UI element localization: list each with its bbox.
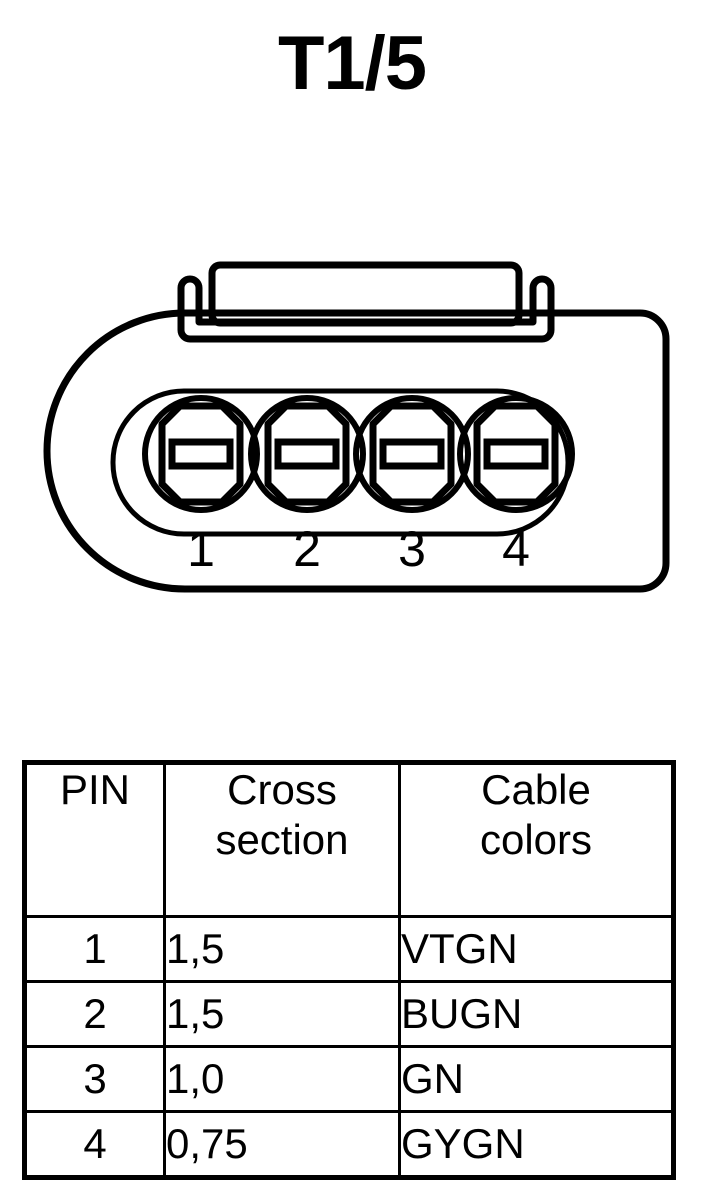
cell-cross: 1,5 xyxy=(163,915,401,983)
cell-colors: GN xyxy=(398,1045,675,1113)
pin-table: PIN Cross section Cable colors 1 1,5 VTG… xyxy=(22,760,676,1180)
connector-housing-outline xyxy=(43,309,670,593)
cell-pin: 1 xyxy=(23,915,166,983)
pin-cavity-ring-2 xyxy=(248,395,366,513)
pin-cavity-ring-3 xyxy=(353,395,471,513)
table-row: 4 0,75 GYGN xyxy=(23,1110,675,1179)
cell-cross: 1,5 xyxy=(163,980,401,1048)
column-header-pin: PIN xyxy=(23,761,166,918)
cell-pin: 4 xyxy=(23,1110,166,1179)
connector-diagram: 1 2 3 4 xyxy=(0,248,704,608)
cavity-slot-2 xyxy=(274,438,340,470)
pin-cavity-shape-2 xyxy=(264,402,350,506)
pin-cavity-shape-3 xyxy=(369,402,455,506)
cavity-slot-4 xyxy=(483,438,549,470)
pin-cavity-2 xyxy=(248,395,366,513)
page-title: T1/5 xyxy=(277,21,427,106)
latch-tab xyxy=(208,261,523,327)
pin-cavity-shape-1 xyxy=(158,402,244,506)
pin-cavity-shape-4 xyxy=(473,402,559,506)
column-header-cross-line2: section xyxy=(215,816,349,863)
column-header-cross-section: Cross section xyxy=(163,761,401,918)
inner-housing xyxy=(110,388,571,537)
cell-colors: GYGN xyxy=(398,1110,675,1179)
cavity-slot-3 xyxy=(379,438,445,470)
pin-cavity-1 xyxy=(142,395,260,513)
column-header-cable-colors: Cable colors xyxy=(398,761,675,918)
table-row: 2 1,5 BUGN xyxy=(23,980,675,1048)
pin-table-body: 1 1,5 VTGN 2 1,5 BUGN 3 1,0 GN 4 0,75 GY… xyxy=(23,915,675,1179)
cell-colors: BUGN xyxy=(398,980,675,1048)
pin-label-2: 2 xyxy=(293,521,321,577)
cell-colors: VTGN xyxy=(398,915,675,983)
column-header-colors-line2: colors xyxy=(479,816,593,863)
cavity-slot-1 xyxy=(168,438,234,470)
cell-cross: 0,75 xyxy=(163,1110,401,1179)
cell-cross: 1,0 xyxy=(163,1045,401,1113)
pin-cavity-ring-1 xyxy=(142,395,260,513)
table-row: 3 1,0 GN xyxy=(23,1045,675,1113)
table-row: 1 1,5 VTGN xyxy=(23,915,675,983)
table-header-row: PIN Cross section Cable colors xyxy=(23,761,675,918)
cell-pin: 3 xyxy=(23,1045,166,1113)
pin-table-container: PIN Cross section Cable colors 1 1,5 VTG… xyxy=(22,760,676,1180)
cell-pin: 2 xyxy=(23,980,166,1048)
pin-cavity-3 xyxy=(353,395,471,513)
column-header-colors-line1: Cable xyxy=(481,766,591,813)
latch-shroud xyxy=(177,275,555,343)
column-header-cross-line1: Cross xyxy=(227,766,337,813)
pin-cavity-4 xyxy=(457,395,575,513)
column-header-pin-line1: PIN xyxy=(59,766,130,813)
pin-cavity-ring-4 xyxy=(457,395,575,513)
pin-label-1: 1 xyxy=(187,521,215,577)
pin-label-3: 3 xyxy=(398,521,426,577)
pin-label-4: 4 xyxy=(502,521,530,577)
